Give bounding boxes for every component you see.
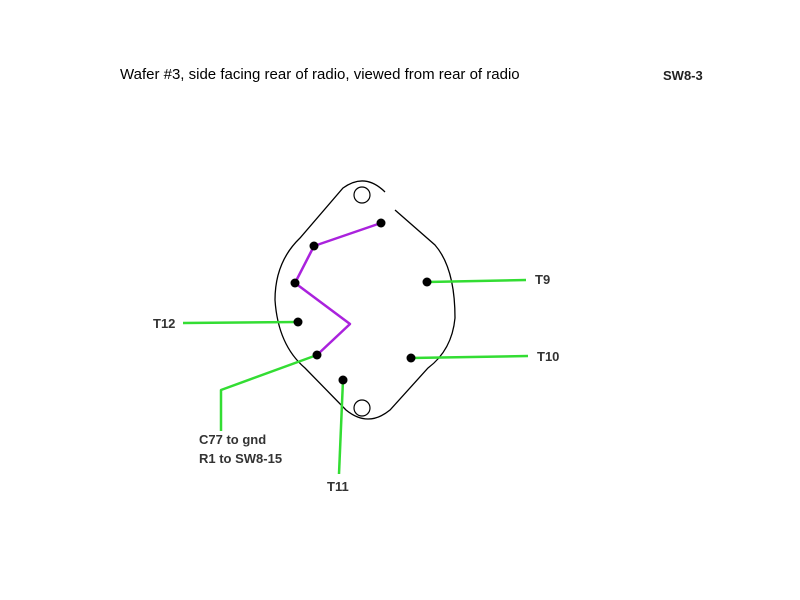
contact-t12 — [293, 317, 303, 327]
lead-wire-c77 — [219, 353, 318, 431]
lead-wire-t9 — [426, 278, 527, 284]
contact-t10 — [406, 353, 416, 363]
switch-reference: SW8-3 — [663, 68, 703, 83]
jumper-wire-upper — [293, 221, 382, 284]
wafer-outline — [274, 180, 456, 420]
contact — [309, 241, 319, 251]
contact-c77 — [312, 350, 322, 360]
contact — [376, 218, 386, 228]
diagram-title: Wafer #3, side facing rear of radio, vie… — [120, 66, 520, 83]
lead-wire-t10 — [410, 354, 529, 360]
note-r1: R1 to SW8-15 — [199, 451, 283, 466]
label-t11: T11 — [327, 479, 349, 494]
contact-t11 — [338, 375, 348, 385]
label-t9: T9 — [535, 272, 551, 287]
lead-wire-t12 — [182, 320, 299, 325]
top-mounting-hole — [353, 186, 371, 204]
bottom-mounting-hole — [353, 399, 371, 417]
lead-wire-t11 — [337, 379, 345, 475]
contact — [290, 278, 300, 288]
note-c77: C77 to gnd — [199, 432, 267, 447]
jumper-wire-lower — [294, 281, 352, 356]
label-t10: T10 — [537, 349, 560, 364]
label-t12: T12 — [153, 316, 176, 331]
contact-t9 — [422, 277, 432, 287]
